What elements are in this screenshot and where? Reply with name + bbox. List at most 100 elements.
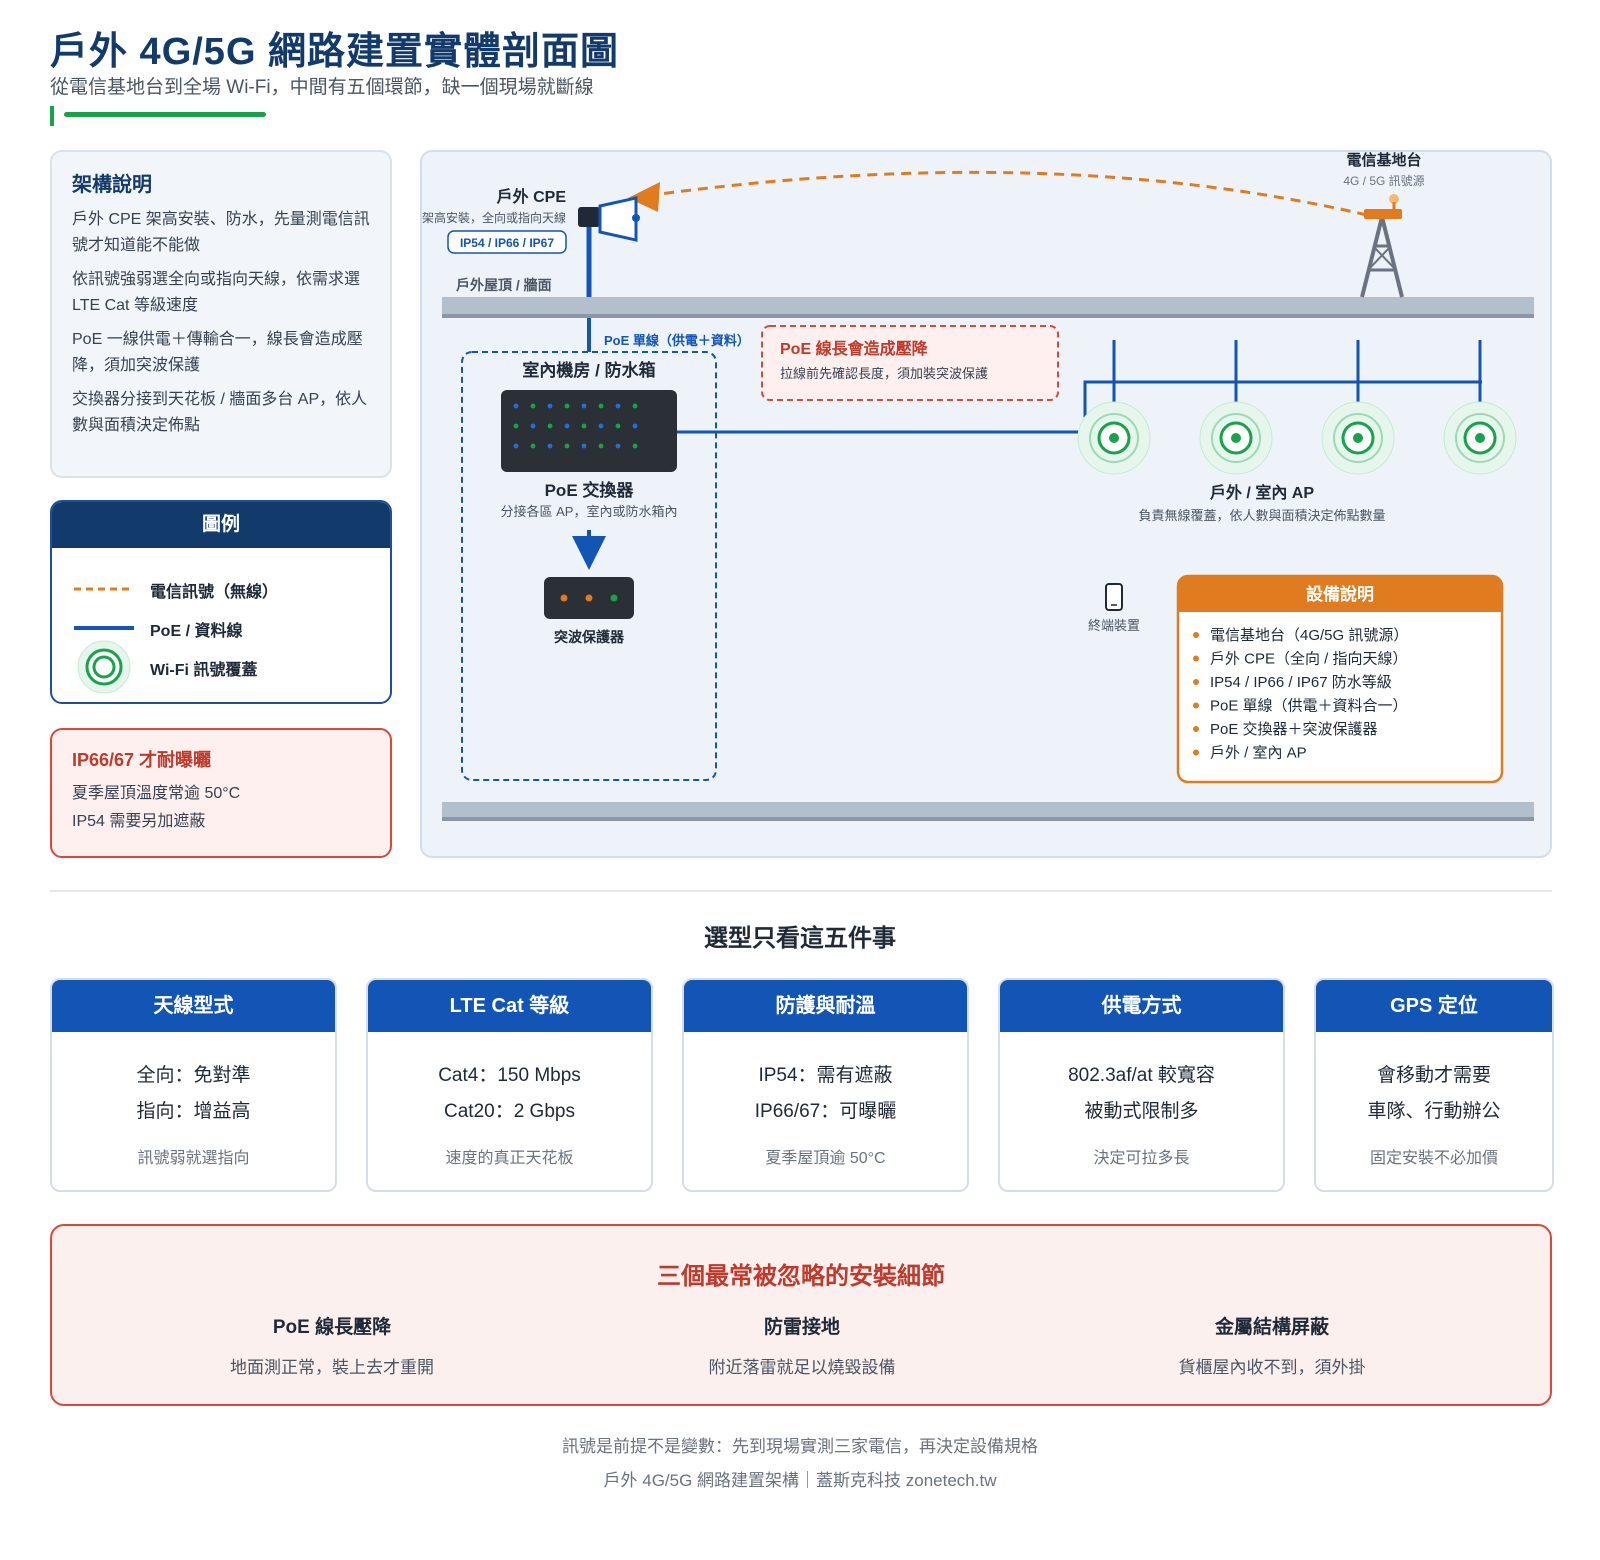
port-led: [598, 423, 604, 429]
card-title: GPS 定位: [1316, 980, 1552, 1032]
port-led: [632, 423, 638, 429]
card-line: 全向：免對準: [136, 1065, 251, 1086]
detail-item: PoE 線長壓降 地面測正常，裝上去才重開: [152, 1312, 512, 1378]
signal-arrow-icon: [628, 182, 660, 212]
card-line: 會移動才需要: [1376, 1065, 1491, 1086]
poe-cable-label: PoE 單線（供電＋資料）: [604, 333, 750, 348]
card-note: 訊號弱就選指向: [137, 1150, 250, 1167]
architecture-paragraph: 戶外 CPE 架高安裝、防水，先量測電信訊號才知道能不能做: [72, 211, 370, 254]
equipment-item: PoE 單線（供電＋資料合一）: [1210, 698, 1408, 715]
legend-label: Wi-Fi 訊號覆蓋: [150, 662, 258, 679]
equipment-item: 戶外 CPE（全向 / 指向天線）: [1210, 650, 1408, 668]
port-led: [615, 403, 621, 409]
legend-label: 電信訊號（無線）: [150, 584, 279, 601]
architecture-paragraph: 交換器分接到天花板 / 牆面多台 AP，依人數與面積決定佈點: [72, 391, 368, 434]
card-line: IP66/67：可曝曬: [754, 1101, 897, 1122]
port-led: [598, 443, 604, 449]
access-point: [1199, 340, 1273, 475]
surge-title: 突波保護器: [554, 629, 625, 645]
card-title: 供電方式: [1000, 980, 1283, 1032]
footer-credit: 戶外 4G/5G 網路建置架構｜蓋斯克科技 zonetech.tw: [603, 1471, 997, 1490]
equipment-item: IP54 / IP66 / IP67 防水等級: [1210, 673, 1392, 691]
legend-heading: 圖例: [52, 502, 390, 548]
installation-details-panel: 三個最常被忽略的安裝細節 PoE 線長壓降 地面測正常，裝上去才重開 防雷接地 …: [50, 1224, 1552, 1406]
cpe-title: 戶外 CPE: [497, 187, 567, 206]
access-point: [1443, 340, 1517, 475]
roof-slab: [442, 297, 1534, 317]
card-note: 夏季屋頂逾 50°C: [765, 1150, 886, 1167]
detail-item: 金屬結構屏蔽 貨櫃屋內收不到，須外掛: [1092, 1312, 1452, 1378]
details-heading: 三個最常被忽略的安裝細節: [657, 1263, 945, 1290]
detail-item: 防雷接地 附近落雷就足以燒毀設備: [622, 1312, 982, 1378]
port-led: [581, 423, 587, 429]
card-line: 指向：增益高: [136, 1101, 251, 1122]
port-led: [530, 423, 536, 429]
ap-title: 戶外 / 室內 AP: [1210, 483, 1314, 502]
card-line: Cat4：150 Mbps: [438, 1065, 581, 1086]
architecture-paragraph: PoE 一線供電＋傳輸合一，線長會造成壓降，須加突波保護: [72, 331, 363, 374]
detail-desc: 地面測正常，裝上去才重開: [230, 1358, 434, 1377]
access-point: [1321, 340, 1395, 475]
cpe-antenna-icon: [578, 196, 640, 242]
port-led: [547, 403, 553, 409]
selection-heading: 選型只看這五件事: [704, 925, 896, 952]
bullet-icon: [1193, 702, 1199, 709]
selection-card-lte-cat: LTE Cat 等級 Cat4：150 Mbps Cat20：2 Gbps 速度…: [366, 978, 653, 1192]
roof-label: 戶外屋頂 / 牆面: [456, 277, 552, 293]
indoor-room-boundary: [461, 351, 717, 781]
room-title: 室內機房 / 防水箱: [522, 360, 655, 380]
ap-subtitle: 負責無線覆蓋，依人數與面積決定佈點數量: [1138, 508, 1385, 523]
detail-title: PoE 線長壓降: [272, 1317, 392, 1338]
card-line: 車隊、行動辦公: [1367, 1101, 1501, 1122]
page-title: 戶外 4G/5G 網路建置實體剖面圖: [50, 31, 620, 73]
port-led: [581, 403, 587, 409]
port-led: [564, 443, 570, 449]
equipment-item: 戶外 / 室內 AP: [1210, 745, 1307, 762]
port-led: [564, 403, 570, 409]
title-accent-bar: [64, 112, 266, 117]
equipment-heading: 設備說明: [1306, 584, 1374, 604]
card-note: 固定安裝不必加價: [1369, 1150, 1498, 1167]
port-led: [564, 423, 570, 429]
bullet-icon: [1193, 655, 1199, 662]
ip-rating-badge: [447, 230, 567, 254]
port-led: [513, 443, 519, 449]
legend-label: PoE / 資料線: [150, 623, 243, 640]
legend-item-telecom: 電信訊號（無線）: [52, 574, 390, 604]
port-led: [547, 423, 553, 429]
legend-item-wifi: Wi-Fi 訊號覆蓋: [52, 640, 390, 694]
wifi-coverage-icon: [77, 640, 131, 694]
switch-title: PoE 交換器: [545, 480, 635, 500]
port-led: [632, 443, 638, 449]
port-led: [581, 443, 587, 449]
network-diagram-panel: 電信基地台 4G / 5G 訊號源 戶外 CPE 架高安裝，全向或指向天線 IP…: [420, 150, 1552, 858]
equipment-list: 電信基地台（4G/5G 訊號源）戶外 CPE（全向 / 指向天線）IP54 / …: [1193, 627, 1408, 762]
selection-card-antenna: 天線型式 全向：免對準 指向：增益高 訊號弱就選指向: [50, 978, 337, 1192]
poe-distribution-line: [677, 380, 1482, 434]
card-line: Cat20：2 Gbps: [444, 1101, 575, 1122]
card-line: 被動式限制多: [1084, 1101, 1199, 1122]
detail-title: 防雷接地: [763, 1317, 840, 1338]
cpe-subtitle: 架高安裝，全向或指向天線: [422, 210, 566, 225]
port-led: [598, 403, 604, 409]
detail-title: 金屬結構屏蔽: [1214, 1317, 1329, 1338]
floor-slab: [442, 802, 1534, 820]
tower-subtitle: 4G / 5G 訊號源: [1343, 173, 1424, 188]
poe-voltage-drop-warning: [761, 325, 1059, 401]
card-line: 802.3af/at 較寬容: [1068, 1065, 1215, 1086]
selection-card-gps: GPS 定位 會移動才需要 車隊、行動辦公 固定安裝不必加價: [1314, 978, 1554, 1192]
poe-warning-title: PoE 線長會造成壓降: [780, 339, 929, 358]
port-led: [513, 423, 519, 429]
access-point: [1077, 340, 1151, 475]
section-divider: [50, 890, 1552, 892]
port-led: [513, 403, 519, 409]
bullet-icon: [1193, 632, 1199, 638]
telecom-signal-line: [659, 170, 1368, 217]
port-led: [530, 403, 536, 409]
tower-title: 電信基地台: [1346, 152, 1421, 169]
port-led: [615, 423, 621, 429]
poe-switch-icon: [501, 390, 677, 472]
solid-line-icon: [74, 626, 134, 630]
equipment-item: PoE 交換器＋突波保護器: [1210, 720, 1378, 738]
switch-port-leds: [513, 403, 638, 449]
